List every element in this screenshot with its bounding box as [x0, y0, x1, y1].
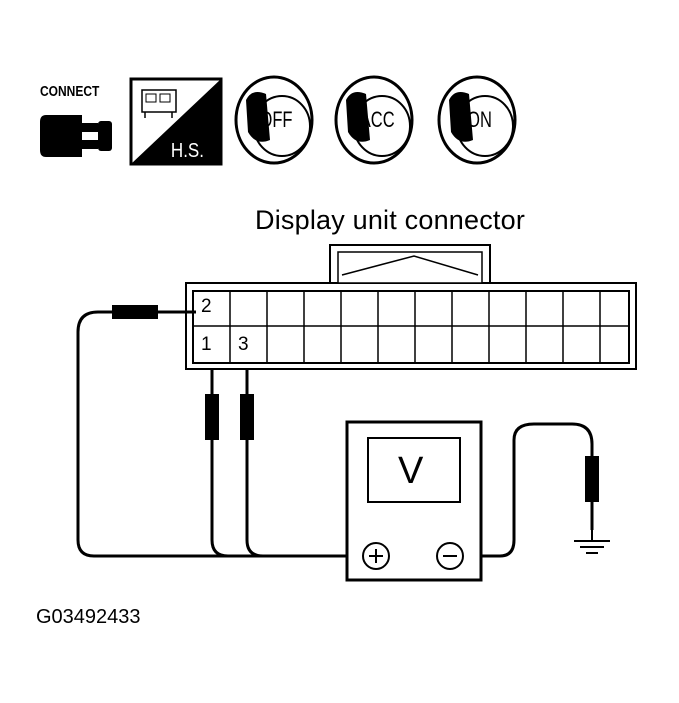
ignition-off-icon [234, 75, 314, 165]
voltmeter-symbol: V [398, 450, 424, 492]
test-leads [76, 310, 594, 558]
key-acc-label: ACC [359, 107, 395, 132]
hs-label: H.S. [170, 140, 204, 162]
probe-ground [585, 456, 599, 502]
connector-title: Display unit connector [255, 205, 526, 235]
pin-2-label: 2 [201, 296, 212, 317]
display-unit-connector [185, 244, 637, 370]
connect-label: CONNECT [40, 82, 100, 100]
probe-pin3 [240, 370, 254, 440]
pin-3-label: 3 [238, 334, 249, 355]
probe-pin1 [205, 370, 219, 440]
key-on-label: ON [467, 107, 492, 132]
hs-icon [129, 77, 223, 166]
connect-icon [40, 115, 112, 157]
ignition-on-icon [437, 75, 517, 165]
ignition-acc-icon [334, 75, 414, 165]
ground-symbol [574, 530, 610, 554]
figure-id: G03492433 [36, 606, 141, 628]
probe-pin2 [112, 305, 196, 319]
voltmeter [345, 420, 483, 582]
pin-1-label: 1 [201, 334, 212, 355]
key-off-label: OFF [259, 107, 293, 132]
